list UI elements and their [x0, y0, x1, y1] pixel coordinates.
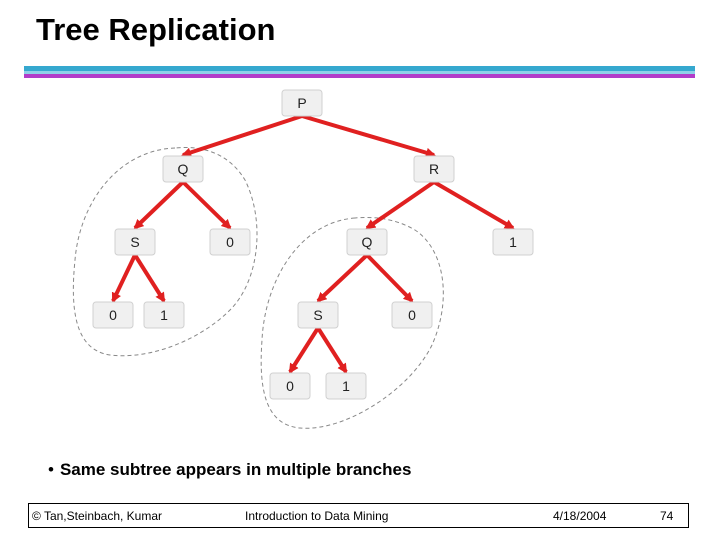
- tree-node-box: [269, 372, 311, 400]
- tree-edge-arrow: [288, 326, 320, 374]
- bullet-point: • Same subtree appears in multiple branch…: [48, 460, 411, 480]
- tree-edge-arrow: [301, 114, 436, 158]
- tree-node-p: P: [281, 89, 323, 117]
- footer-page-number: 74: [660, 509, 674, 523]
- title-rule-blue: [24, 66, 695, 71]
- tree-node-box: [209, 228, 251, 256]
- tree-node-s2: S: [297, 301, 339, 329]
- subtree-outline-right: [260, 217, 444, 429]
- title-rule-lightblue: [24, 71, 695, 74]
- tree-edge-arrow: [133, 253, 166, 303]
- tree-node-leaf-1c: 1: [325, 372, 367, 400]
- tree-node-leaf-0b: 0: [92, 301, 134, 329]
- tree-node-box: [143, 301, 185, 329]
- tree-node-box: [346, 228, 388, 256]
- tree-node-label: 1: [509, 234, 517, 250]
- tree-edge-arrow: [365, 253, 414, 303]
- tree-node-label: S: [130, 234, 139, 250]
- tree-node-leaf-0a: 0: [209, 228, 251, 256]
- tree-node-label: 0: [109, 307, 117, 323]
- tree-node-box: [413, 155, 455, 183]
- tree-edge-arrow: [133, 180, 185, 230]
- tree-node-box: [114, 228, 156, 256]
- tree-edge-arrow: [432, 180, 515, 230]
- tree-node-box: [391, 301, 433, 329]
- tree-node-s1: S: [114, 228, 156, 256]
- footer-date: 4/18/2004: [553, 509, 607, 523]
- slide-title: Tree Replication: [36, 12, 276, 47]
- tree-node-label: 0: [226, 234, 234, 250]
- tree-edge-arrow: [181, 180, 232, 230]
- bullet-text: Same subtree appears in multiple branche…: [59, 460, 412, 479]
- subtree-outline-left: [72, 146, 258, 357]
- tree-node-label: Q: [362, 234, 373, 250]
- tree-node-leaf-0d: 0: [269, 372, 311, 400]
- tree-edge-arrow: [316, 253, 369, 303]
- tree-node-label: P: [297, 95, 306, 111]
- title-rule-purple: [24, 74, 695, 78]
- tree-node-label: 0: [408, 307, 416, 323]
- footer-copyright: © Tan,Steinbach, Kumar: [32, 509, 163, 523]
- tree-node-label: Q: [178, 161, 189, 177]
- tree-node-label: R: [429, 161, 439, 177]
- tree-node-label: S: [313, 307, 322, 323]
- footer-course: Introduction to Data Mining: [245, 509, 389, 523]
- tree-edge-arrow: [181, 114, 303, 158]
- tree-edge-arrow: [316, 326, 348, 374]
- tree-edge-arrow: [111, 254, 137, 303]
- tree-node-box: [92, 301, 134, 329]
- tree-node-leaf-1b: 1: [143, 301, 185, 329]
- tree-node-leaf-1a: 1: [492, 228, 534, 256]
- tree-node-box: [325, 372, 367, 400]
- slide-footer: © Tan,Steinbach, Kumar Introduction to D…: [28, 503, 689, 528]
- tree-node-box: [162, 155, 204, 183]
- tree-node-leaf-0c: 0: [391, 301, 433, 329]
- tree-node-label: 1: [342, 378, 350, 394]
- tree-node-label: 0: [286, 378, 294, 394]
- tree-node-box: [297, 301, 339, 329]
- tree-node-box: [492, 228, 534, 256]
- tree-node-q1: Q: [162, 155, 204, 183]
- tree-node-box: [281, 89, 323, 117]
- bullet-dot-icon: •: [48, 460, 54, 479]
- tree-node-q2: Q: [346, 228, 388, 256]
- tree-node-r: R: [413, 155, 455, 183]
- tree-node-label: 1: [160, 307, 168, 323]
- tree-edge-arrow: [365, 180, 436, 230]
